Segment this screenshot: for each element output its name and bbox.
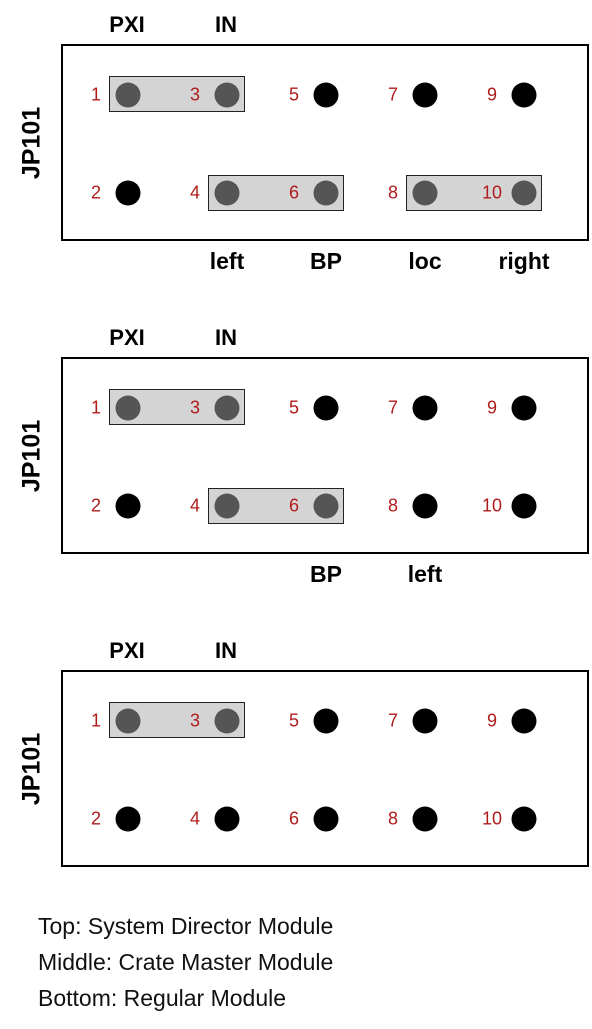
board-label: JP101 [17,732,46,806]
pin-number: 4 [189,808,200,829]
board-label: JP101 [17,106,46,180]
pin-number: 10 [481,808,502,829]
pin-number: 3 [189,710,200,731]
bottom-label-left: left [209,248,245,274]
pin-3 [214,708,240,734]
pin-10 [511,806,537,832]
pin-number: 7 [387,710,398,731]
pin-number: 2 [90,808,101,829]
pin-7 [412,395,438,421]
pin-10 [511,180,537,206]
pin-2 [115,180,141,206]
pin-number: 6 [288,182,299,203]
pin-9 [511,708,537,734]
pin-9 [511,395,537,421]
jumper-diagram-system-director: PXI IN JP101 1 3 5 7 9 2 4 6 8 10 left B… [0,0,592,300]
jumper-block [61,357,589,554]
pin-number: 2 [90,495,101,516]
jumper-diagram-crate-master: PXI IN JP101 1 3 5 7 9 2 4 6 8 10 BP lef… [0,313,592,613]
pin-9 [511,82,537,108]
pin-1 [115,82,141,108]
header-label-pxi: PXI [109,638,145,663]
caption-line-middle: Middle: Crate Master Module [38,949,334,975]
pin-7 [412,82,438,108]
pin-5 [313,708,339,734]
pin-6 [313,180,339,206]
pin-number: 1 [90,397,101,418]
pin-number: 7 [387,397,398,418]
pin-2 [115,806,141,832]
pin-7 [412,708,438,734]
pin-number: 6 [288,495,299,516]
pin-number: 5 [288,84,299,105]
pin-10 [511,493,537,519]
header-label-in: IN [215,638,237,663]
pin-3 [214,82,240,108]
pin-number: 9 [486,84,497,105]
pin-number: 6 [288,808,299,829]
pin-number: 10 [481,182,502,203]
header-label-pxi: PXI [109,325,145,350]
pin-4 [214,806,240,832]
pin-number: 5 [288,397,299,418]
pin-6 [313,493,339,519]
pin-8 [412,806,438,832]
pin-number: 9 [486,710,497,731]
pin-number: 4 [189,495,200,516]
pin-6 [313,806,339,832]
pin-number: 9 [486,397,497,418]
bottom-label-loc: loc [408,248,442,274]
pin-number: 8 [387,182,398,203]
pin-5 [313,395,339,421]
pin-number: 10 [481,495,502,516]
pin-2 [115,493,141,519]
bottom-label-right: right [498,248,550,274]
pin-number: 3 [189,84,200,105]
caption-line-bottom: Bottom: Regular Module [38,985,287,1011]
jumper-block [61,44,589,241]
pin-number: 2 [90,182,101,203]
header-label-in: IN [215,12,237,37]
pin-1 [115,708,141,734]
pin-number: 8 [387,808,398,829]
pin-8 [412,180,438,206]
pin-3 [214,395,240,421]
pin-number: 7 [387,84,398,105]
bottom-label-bp: BP [310,248,342,274]
pin-number: 1 [90,84,101,105]
board-label: JP101 [17,419,46,493]
header-label-pxi: PXI [109,12,145,37]
pin-number: 1 [90,710,101,731]
pin-1 [115,395,141,421]
pin-number: 5 [288,710,299,731]
jumper-block [61,670,589,867]
pin-4 [214,493,240,519]
bottom-label-left: left [407,561,443,587]
caption-line-top: Top: System Director Module [38,913,334,939]
pin-number: 4 [189,182,200,203]
pin-number: 8 [387,495,398,516]
bottom-label-bp: BP [310,561,342,587]
header-label-in: IN [215,325,237,350]
pin-4 [214,180,240,206]
jumper-diagram-regular: PXI IN JP101 1 3 5 7 9 2 4 6 8 10 [0,626,592,926]
caption: Top: System Director Module Middle: Crat… [38,908,333,1016]
pin-8 [412,493,438,519]
pin-number: 3 [189,397,200,418]
pin-5 [313,82,339,108]
